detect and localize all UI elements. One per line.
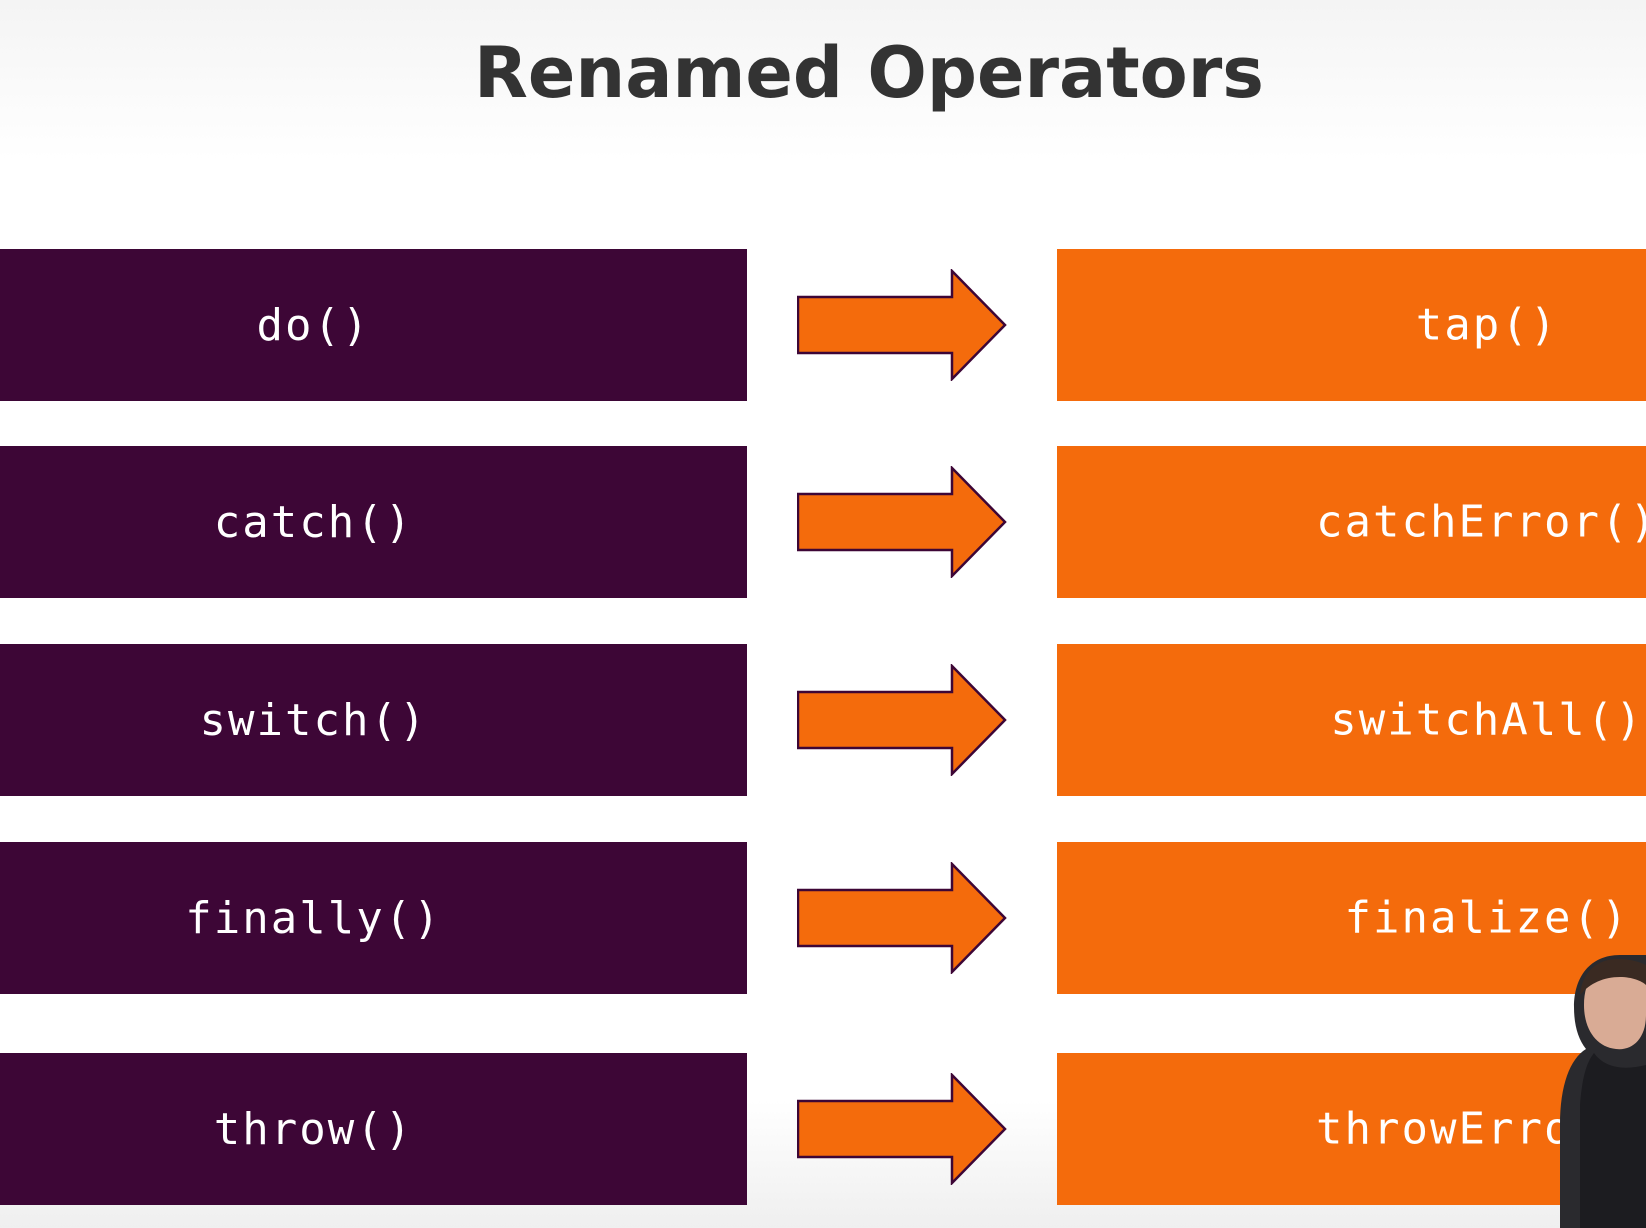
presenter-video-overlay [1560,955,1646,1228]
old-operator-box: do() [0,249,747,401]
old-operator-box: catch() [0,446,747,598]
right-arrow-icon [797,466,1007,578]
new-operator-box: catchError() [1057,446,1646,598]
mapping-row: do() tap() [0,249,1646,401]
old-operator-label: switch() [199,694,428,746]
old-operator-box: finally() [0,842,747,994]
new-operator-box: finalize() [1057,842,1646,994]
old-operator-label: catch() [213,496,414,548]
mapping-row: catch() catchError() [0,446,1646,598]
new-operator-label: tap() [1415,299,1559,351]
slide-title: Renamed Operators [474,32,1264,114]
old-operator-label: do() [256,299,371,351]
new-operator-box: switchAll() [1057,644,1646,796]
mapping-row: finally() finalize() [0,842,1646,994]
new-operator-label: switchAll() [1330,694,1644,746]
right-arrow-icon [797,862,1007,974]
right-arrow-icon [797,269,1007,381]
mapping-row: switch() switchAll() [0,644,1646,796]
new-operator-box: throwError() [1057,1053,1646,1205]
new-operator-label: finalize() [1344,892,1630,944]
new-operator-box: tap() [1057,249,1646,401]
right-arrow-icon [797,1073,1007,1185]
old-operator-label: throw() [213,1103,414,1155]
old-operator-box: switch() [0,644,747,796]
old-operator-label: finally() [185,892,442,944]
mapping-row: throw() throwError() [0,1053,1646,1205]
new-operator-label: catchError() [1316,496,1646,548]
right-arrow-icon [797,664,1007,776]
old-operator-box: throw() [0,1053,747,1205]
